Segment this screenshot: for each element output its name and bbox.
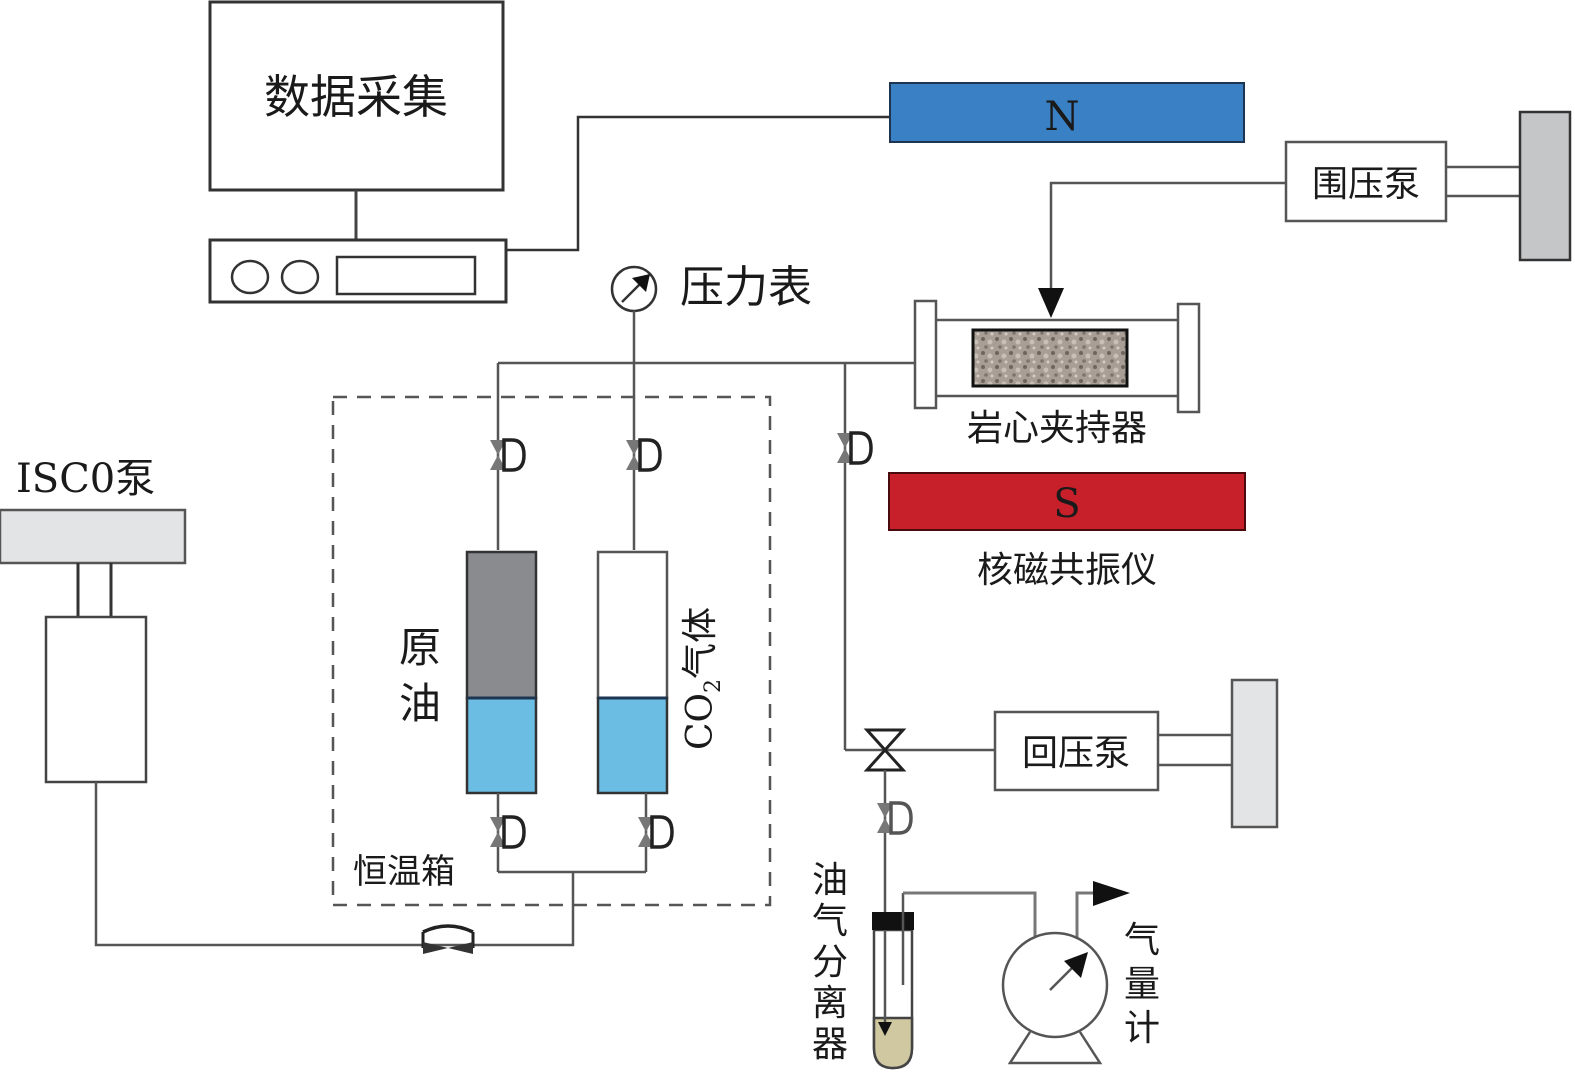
crude-oil-cylinder: 原 油 xyxy=(399,550,538,795)
co2-label: CO2气体 xyxy=(680,607,726,750)
back-pressure-pump-label: 回压泵 xyxy=(1022,733,1130,774)
separator-label-3: 分 xyxy=(812,942,848,983)
confining-pump-body xyxy=(1518,110,1572,262)
valve-co2-bottom xyxy=(638,815,674,849)
confining-arrow xyxy=(1038,288,1064,318)
co2-cylinder: CO2气体 xyxy=(596,550,726,795)
gas-meter: 气 量 计 xyxy=(1001,920,1160,1065)
data-acquisition-computer: 数据采集 xyxy=(208,0,508,304)
confining-line xyxy=(1049,181,1286,290)
thermostat-label: 恒温箱 xyxy=(353,852,455,892)
separator-label-4: 离 xyxy=(812,983,848,1024)
thermostat-box xyxy=(331,395,772,907)
back-pressure-pump-body xyxy=(1230,678,1279,829)
gas-meter-label-3: 计 xyxy=(1124,1008,1160,1049)
base-knob-1 xyxy=(230,259,270,295)
core-holder: 岩心夹持器 xyxy=(913,299,1201,449)
magnet-s-label: S xyxy=(1053,481,1080,527)
gas-exhaust-arrow xyxy=(1093,881,1130,906)
crude-oil-label-2: 油 xyxy=(399,679,441,728)
check-valve xyxy=(421,924,475,954)
magnet-n-label: N xyxy=(1045,94,1080,140)
pressure-gauge: 压力表 xyxy=(610,262,812,313)
gas-exhaust-line xyxy=(1075,891,1095,948)
valve-oil-top xyxy=(490,438,526,472)
core-holder-label: 岩心夹持器 xyxy=(967,408,1147,449)
separator-label-1: 油 xyxy=(812,860,848,901)
gas-meter-label-2: 量 xyxy=(1124,964,1160,1005)
rock-core xyxy=(971,328,1129,388)
data-acquisition-label: 数据采集 xyxy=(264,70,448,124)
magnet-n: N xyxy=(889,82,1245,143)
confining-pump-label: 围压泵 xyxy=(1312,164,1420,205)
gas-line xyxy=(903,891,1037,948)
separator-label-2: 气 xyxy=(812,901,848,942)
magnet-s: S 核磁共振仪 xyxy=(888,472,1246,591)
separator-label-5: 器 xyxy=(812,1024,848,1065)
isco-line xyxy=(94,782,575,947)
valve-separator xyxy=(877,801,913,835)
back-pressure-pump: 回压泵 xyxy=(993,678,1279,829)
base-display xyxy=(335,255,477,296)
isco-pump-label: ISC0泵 xyxy=(16,456,155,502)
gas-meter-label-1: 气 xyxy=(1124,920,1160,961)
isco-pump: ISC0泵 xyxy=(0,456,187,784)
signal-cable xyxy=(506,115,890,252)
valve-outlet-top xyxy=(837,431,873,465)
valve-co2-top xyxy=(626,438,662,472)
confining-pump: 围压泵 xyxy=(1284,110,1572,262)
valve-oil-bottom xyxy=(490,815,526,849)
isco-pump-head xyxy=(0,508,187,565)
monitor xyxy=(208,0,505,192)
crude-oil-label-1: 原 xyxy=(399,623,441,672)
nmr-label: 核磁共振仪 xyxy=(977,550,1157,591)
pressure-gauge-label: 压力表 xyxy=(680,262,812,313)
oil-gas-separator: 油 气 分 离 器 xyxy=(812,860,914,1070)
base-knob-2 xyxy=(280,259,320,295)
isco-pump-cylinder xyxy=(44,615,148,784)
